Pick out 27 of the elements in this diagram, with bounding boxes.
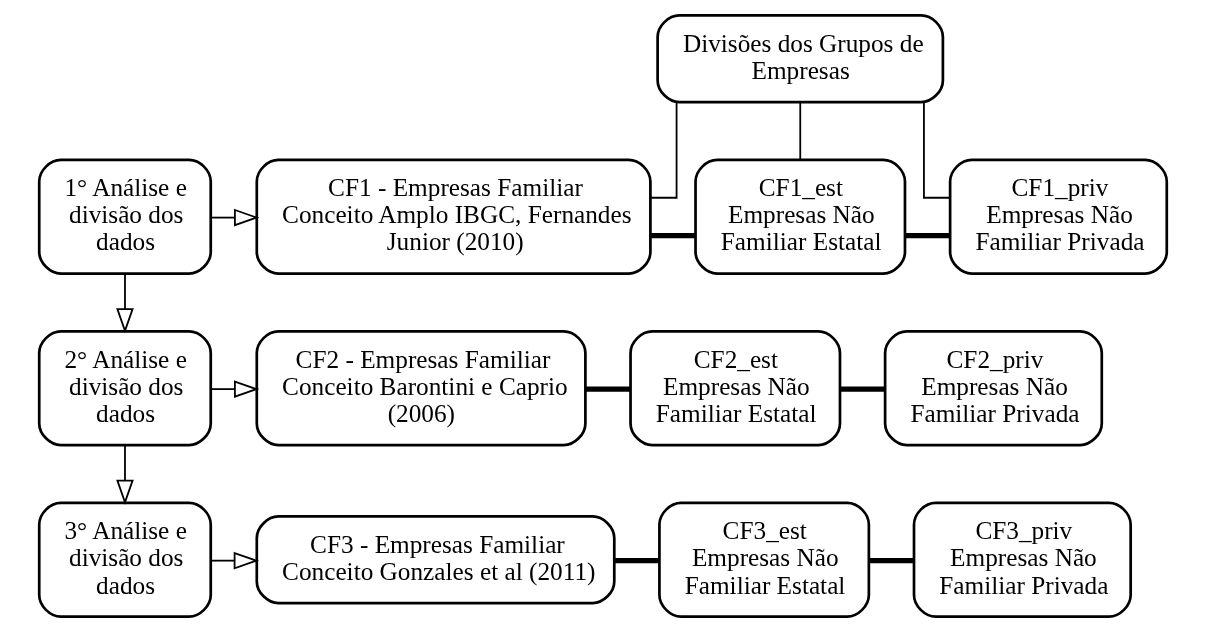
node-box: CF1_est Empresas Não Familiar Estatal bbox=[693, 158, 906, 275]
connector bbox=[649, 101, 677, 199]
connector bbox=[868, 557, 913, 564]
node-box: CF3_est Empresas Não Familiar Estatal bbox=[657, 501, 870, 618]
arrow bbox=[210, 551, 259, 570]
connector bbox=[904, 232, 949, 239]
connector bbox=[798, 101, 801, 161]
node-box: 3° Análise e divisão dos dados bbox=[37, 501, 212, 618]
arrow bbox=[210, 380, 259, 398]
arrow bbox=[115, 444, 134, 506]
node-box: CF1_priv Empresas Não Familiar Privada bbox=[948, 158, 1168, 275]
node-box: CF2_priv Empresas Não Familiar Privada bbox=[883, 330, 1103, 447]
node-box: CF3 - Empresas Familiar Conceito Gonzales et al (2011) bbox=[254, 515, 616, 605]
arrow bbox=[209, 208, 259, 227]
connector bbox=[585, 386, 630, 392]
node-box: CF1 - Empresas Familiar Conceito Amplo IBGC, Fernandes Junior (2010) bbox=[254, 158, 652, 275]
node-box: CF2_est Empresas Não Familiar Estatal bbox=[628, 330, 841, 447]
node-box: CF2 - Empresas Familiar Conceito Barontini e Caprio (2006) bbox=[254, 330, 587, 447]
node-box: 2° Análise e divisão dos dados bbox=[37, 330, 212, 447]
node-box: 1° Análise e divisão dos dados bbox=[37, 158, 212, 275]
connector bbox=[839, 386, 884, 392]
connector bbox=[922, 101, 951, 199]
node-box: Divisões dos Grupos de Empresas bbox=[655, 14, 944, 104]
connector bbox=[614, 557, 659, 564]
connector bbox=[650, 232, 695, 239]
node-box: CF3_priv Empresas Não Familiar Privada bbox=[912, 501, 1132, 618]
arrow bbox=[115, 272, 134, 334]
